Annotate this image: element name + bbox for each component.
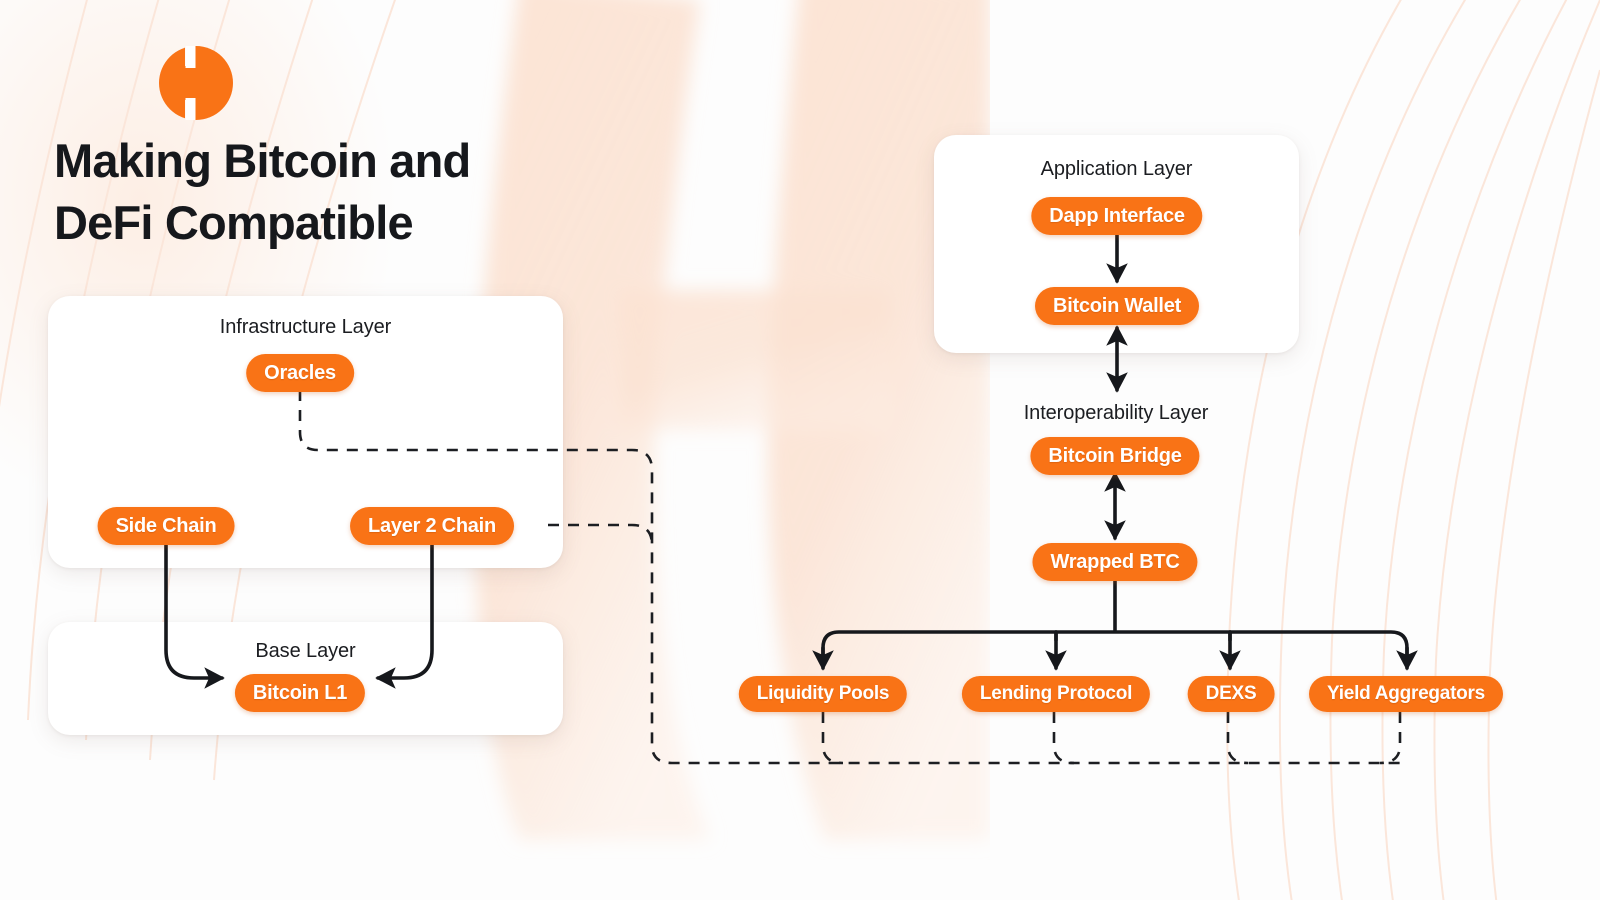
- edge-dashed-liquidity-pools-to-bus: [821, 712, 844, 765]
- card-title-application: Application Layer: [1040, 158, 1193, 180]
- node-lending-protocol[interactable]: Lending Protocol: [961, 676, 1151, 712]
- edge-dashed-lending-protocol-to-bus: [1052, 712, 1075, 765]
- node-wrapped-btc[interactable]: Wrapped BTC: [1032, 543, 1198, 581]
- node-oracles[interactable]: Oracles: [246, 354, 354, 392]
- node-bitcoin-l1[interactable]: Bitcoin L1: [234, 674, 366, 712]
- hacken-h-logo-icon: [159, 46, 233, 120]
- node-dexs[interactable]: DEXS: [1187, 676, 1275, 712]
- edge-defi-bus-bar: [821, 630, 1409, 664]
- card-title-infrastructure: Infrastructure Layer: [219, 316, 392, 338]
- node-bitcoin-wallet[interactable]: Bitcoin Wallet: [1035, 287, 1199, 325]
- edge-bus-stubs: [1054, 630, 1232, 642]
- page-title: Making Bitcoin and DeFi Compatible: [54, 134, 471, 250]
- node-dapp-interface[interactable]: Dapp Interface: [1031, 197, 1203, 235]
- caption-interoperability-layer: Interoperability Layer: [1023, 402, 1209, 424]
- node-yield-aggregators[interactable]: Yield Aggregators: [1309, 676, 1503, 712]
- node-bitcoin-bridge[interactable]: Bitcoin Bridge: [1030, 437, 1200, 475]
- edge-dashed-dexs-to-bus: [1226, 712, 1249, 765]
- card-title-base: Base Layer: [255, 640, 356, 662]
- edge-dashed-layer2-to-bus: [548, 523, 654, 546]
- node-layer2-chain[interactable]: Layer 2 Chain: [350, 507, 514, 545]
- node-liquidity-pools[interactable]: Liquidity Pools: [738, 676, 908, 712]
- edge-dashed-yield-aggregators-to-bus: [1379, 712, 1402, 765]
- node-side-chain[interactable]: Side Chain: [97, 507, 235, 545]
